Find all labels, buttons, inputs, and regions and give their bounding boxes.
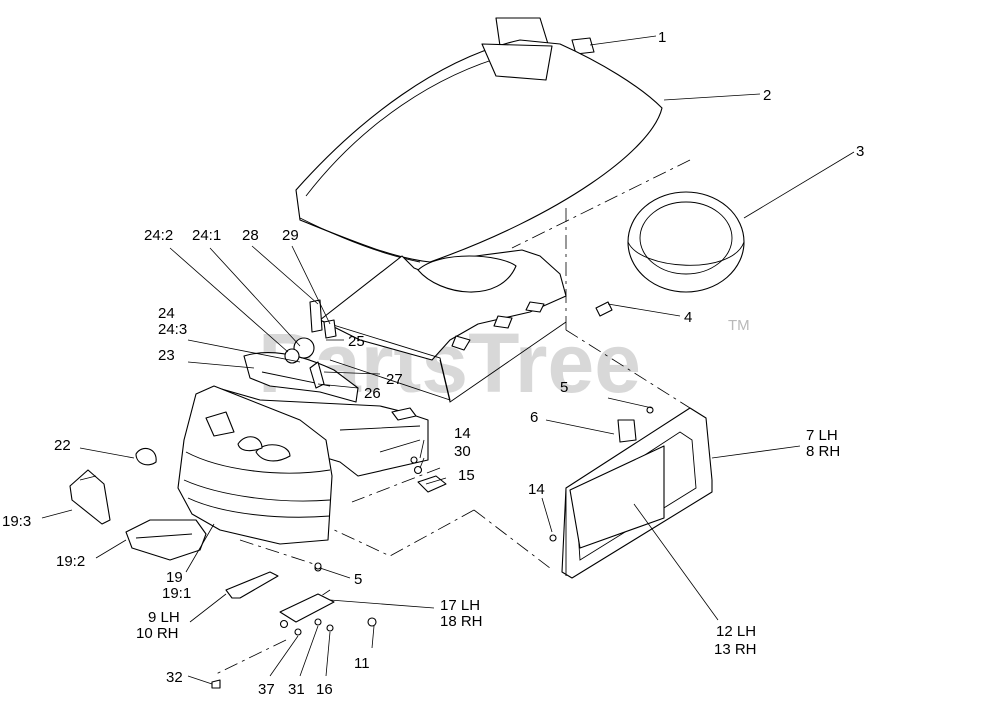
callout-19-1: 19:1: [162, 585, 191, 602]
leader-lines: [41, 35, 855, 685]
callout-29: 29: [282, 227, 299, 244]
callout-1: 1: [658, 29, 666, 46]
watermark-trademark: TM: [728, 317, 750, 334]
callout-9lh: 9 LH: [148, 609, 180, 626]
callout-32: 32: [166, 669, 183, 686]
part-hood-2: [295, 39, 663, 403]
part-bracket-19-3: [69, 469, 111, 525]
callout-6: 6: [530, 409, 538, 426]
callout-24-3: 24:3: [158, 321, 187, 338]
callout-24: 24: [158, 305, 175, 322]
callout-30: 30: [454, 443, 471, 460]
callout-12lh: 12 LH: [716, 623, 756, 640]
callout-15: 15: [458, 467, 475, 484]
callout-2: 2: [763, 87, 771, 104]
part-hardware-15: [410, 456, 447, 493]
part-side-screen-12: [565, 445, 665, 576]
callout-24-1: 24:1: [192, 227, 221, 244]
callout-labels: 1 2 3 4 5 5 6 7 LH 8 RH 9 LH 10 RH 11 12…: [2, 29, 864, 698]
part-ring-3: [627, 191, 745, 293]
part-screw-14: [549, 534, 557, 542]
callout-19-2: 19:2: [56, 553, 85, 570]
callout-25: 25: [348, 333, 365, 350]
callout-3: 3: [856, 143, 864, 160]
part-handle-1: [495, 17, 595, 55]
callout-14b: 14: [528, 481, 545, 498]
callout-31: 31: [288, 681, 305, 698]
callout-37: 37: [258, 681, 275, 698]
callout-11: 11: [354, 655, 370, 672]
callout-14a: 14: [454, 425, 471, 442]
callout-26: 26: [364, 385, 381, 402]
callout-19: 19: [166, 569, 183, 586]
callout-16: 16: [316, 681, 333, 698]
callout-8rh: 8 RH: [806, 443, 840, 460]
callout-7lh: 7 LH: [806, 427, 838, 444]
callout-4: 4: [684, 309, 692, 326]
part-cover-19-2: [125, 519, 207, 561]
callout-5b: 5: [354, 571, 362, 588]
callout-28: 28: [242, 227, 259, 244]
callout-19-3: 19:3: [2, 513, 31, 530]
callout-27: 27: [386, 371, 403, 388]
part-screw-5: [314, 562, 322, 570]
callout-5a: 5: [560, 379, 568, 396]
part-lens-22: [135, 447, 157, 466]
callout-10rh: 10 RH: [136, 625, 179, 642]
callout-18rh: 18 RH: [440, 613, 483, 630]
callout-17lh: 17 LH: [440, 597, 480, 614]
callout-23: 23: [158, 347, 175, 364]
callout-22: 22: [54, 437, 71, 454]
part-bolt-4: [595, 301, 613, 317]
part-bracket-9: [211, 564, 377, 689]
callout-13rh: 13 RH: [714, 641, 757, 658]
callout-24-2: 24:2: [144, 227, 173, 244]
part-grille-19: [177, 385, 333, 545]
